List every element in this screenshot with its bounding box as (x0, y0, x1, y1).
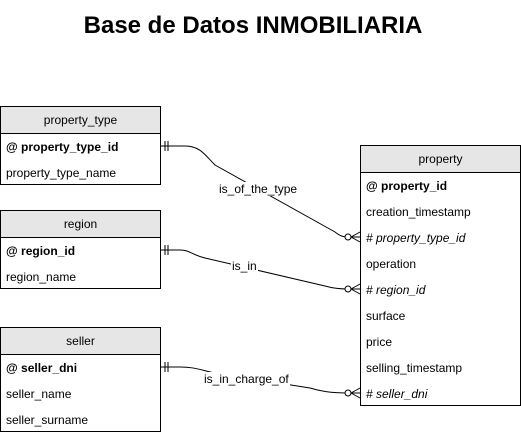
optional-circle-mark (344, 285, 352, 293)
entity-seller[interactable]: seller @ seller_dni seller_name seller_s… (0, 327, 161, 432)
crow-foot-mark (350, 283, 361, 295)
attribute: seller_name (6, 387, 72, 401)
primary-key-attribute: @ region_id (6, 244, 76, 258)
entity-property-type[interactable]: property_type @ property_type_id propert… (0, 106, 161, 185)
attribute: property_type_name (6, 166, 117, 180)
relationship-label-is-in: is_in (231, 259, 258, 273)
attribute: operation (366, 257, 417, 271)
attribute: selling_timestamp (366, 361, 463, 375)
relationship-label-is-of-the-type: is_of_the_type (218, 182, 299, 196)
entity-header: property (361, 146, 520, 173)
attribute: price (366, 335, 393, 349)
attribute: creation_timestamp (366, 205, 471, 219)
entity-header: region (1, 211, 160, 238)
attribute: surface (366, 309, 406, 323)
diagram-title: Base de Datos INMOBILIARIA (83, 12, 423, 39)
relationship-label-is-in-charge-of: is_in_charge_of (203, 372, 290, 386)
entity-header: seller (1, 328, 160, 355)
attribute: seller_surname (6, 413, 89, 427)
foreign-key-attribute: # property_type_id (366, 231, 466, 245)
attribute: region_name (6, 270, 77, 284)
foreign-key-attribute: # seller_dni (366, 387, 428, 401)
entity-header: property_type (1, 107, 160, 134)
entity-region[interactable]: region @ region_id region_name (0, 210, 161, 289)
optional-circle-mark (344, 389, 352, 397)
primary-key-attribute: @ seller_dni (6, 361, 78, 375)
crow-foot-mark (350, 387, 361, 399)
primary-key-attribute: @ property_id (366, 179, 448, 193)
optional-circle-mark (344, 233, 352, 241)
link-is-in (160, 249, 360, 290)
crow-foot-mark (350, 231, 361, 243)
foreign-key-attribute: # region_id (366, 283, 426, 297)
primary-key-attribute: @ property_type_id (6, 140, 119, 154)
entity-property[interactable]: property @ property_id creation_timestam… (360, 145, 521, 406)
